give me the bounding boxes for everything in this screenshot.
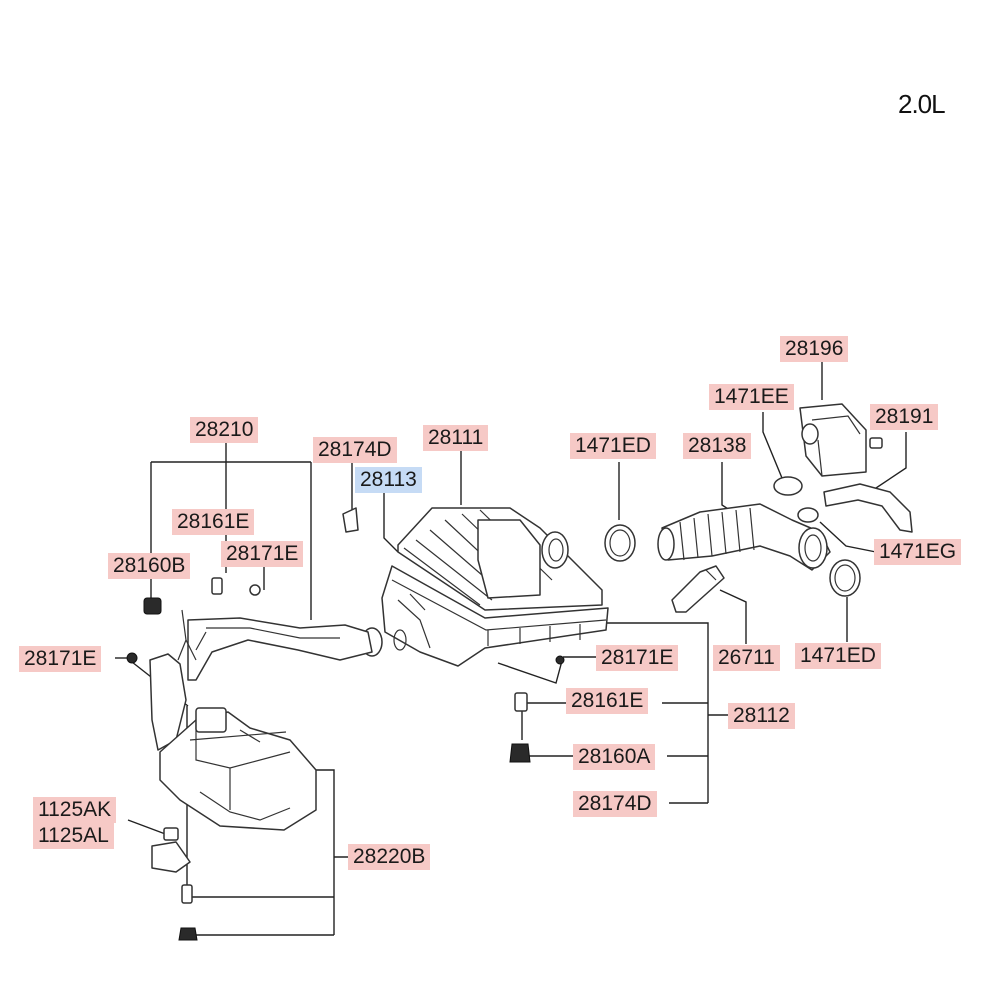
part-label-1471eg[interactable]: 1471EG xyxy=(874,539,962,565)
resonator xyxy=(149,653,317,831)
part-label-28174d-bottom[interactable]: 28174D xyxy=(573,791,657,817)
breather-pipe xyxy=(671,565,725,613)
part-label-28138[interactable]: 28138 xyxy=(683,433,752,459)
part-label-28112[interactable]: 28112 xyxy=(728,703,795,729)
part-label-28160b[interactable]: 28160B xyxy=(108,553,191,579)
part-label-28174d-top[interactable]: 28174D xyxy=(313,437,397,463)
part-label-28111[interactable]: 28111 xyxy=(423,425,489,451)
engine-displacement-tag: 2.0L xyxy=(898,89,946,119)
part-label-28161e-left[interactable]: 28161E xyxy=(172,509,255,535)
part-label-1125al[interactable]: 1125AL xyxy=(33,823,114,849)
hose-clamps xyxy=(604,476,861,597)
part-label-28196[interactable]: 28196 xyxy=(780,336,849,362)
part-label-1125ak[interactable]: 1125AK xyxy=(33,797,117,823)
part-label-28210[interactable]: 28210 xyxy=(190,417,259,443)
part-label-28220b[interactable]: 28220B xyxy=(348,844,431,870)
part-label-1471ed-right[interactable]: 1471ED xyxy=(795,643,881,669)
air-cleaner-cover xyxy=(397,507,603,611)
part-label-28171e-right[interactable]: 28171E xyxy=(596,645,679,671)
part-label-28171e-left[interactable]: 28171E xyxy=(19,646,102,672)
part-label-1471ee[interactable]: 1471EE xyxy=(709,384,794,410)
part-label-28191[interactable]: 28191 xyxy=(870,404,939,430)
intake-resonator xyxy=(799,403,913,533)
part-label-28171e-left-upper[interactable]: 28171E xyxy=(221,541,304,567)
mount-bracket xyxy=(151,827,191,873)
part-label-1471ed-left[interactable]: 1471ED xyxy=(570,433,656,459)
part-label-28160a[interactable]: 28160A xyxy=(573,744,656,770)
part-label-28161e-right[interactable]: 28161E xyxy=(566,688,649,714)
intake-duct xyxy=(177,609,373,681)
part-label-28113[interactable]: 28113 xyxy=(355,467,422,493)
air-hose xyxy=(657,503,831,571)
leader-lines xyxy=(115,362,907,936)
fasteners xyxy=(126,507,565,941)
part-label-26711[interactable]: 26711 xyxy=(713,645,780,671)
